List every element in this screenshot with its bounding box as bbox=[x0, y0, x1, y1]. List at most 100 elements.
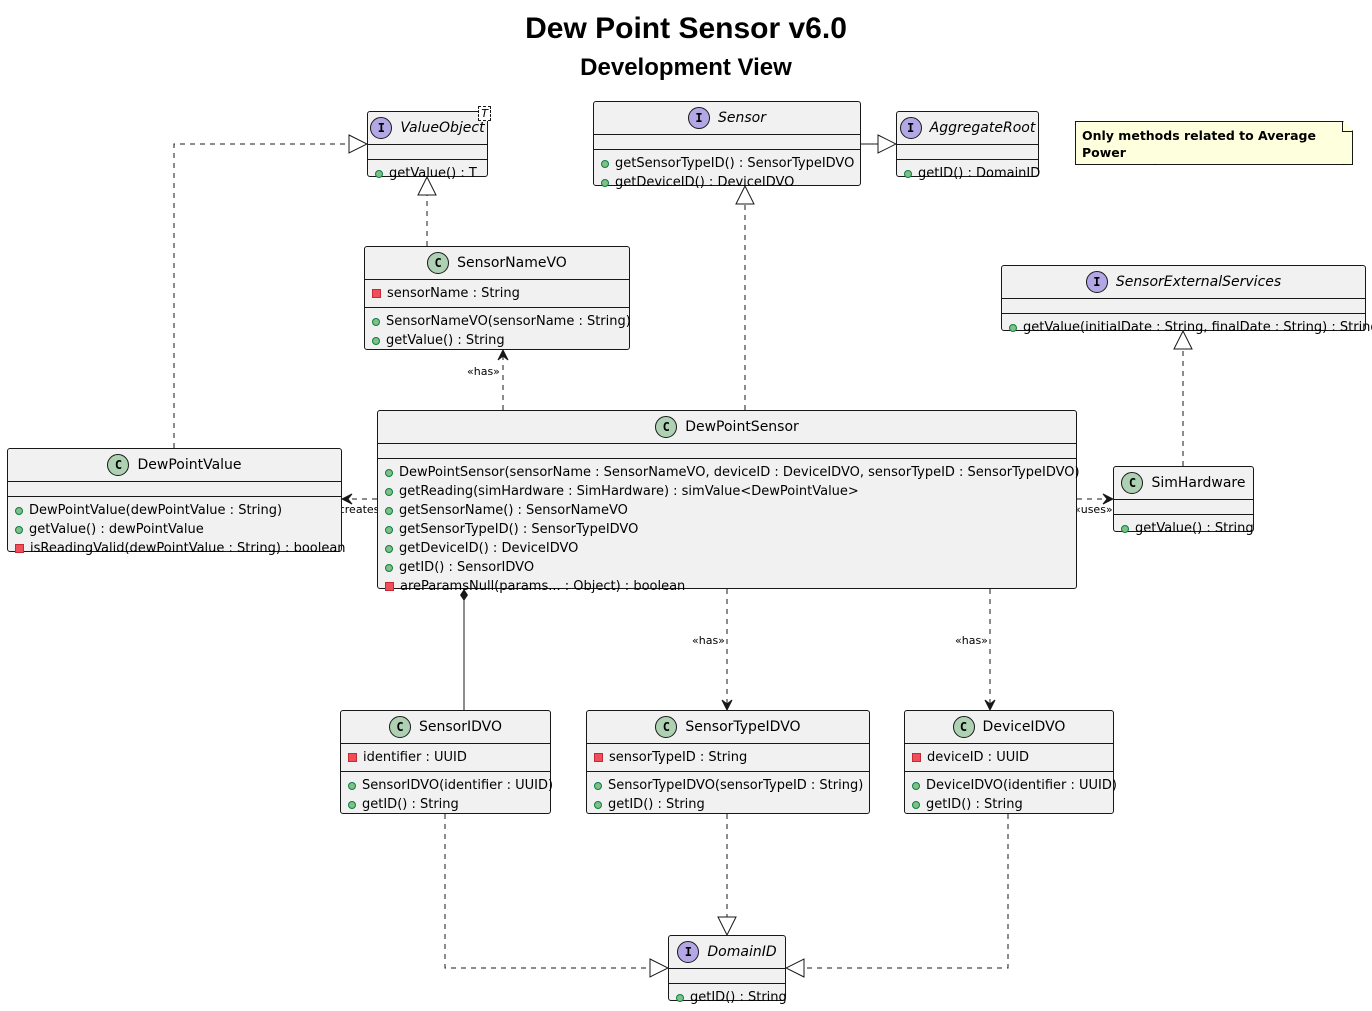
methods-section: SensorNameVO(sensorName : String) getValu… bbox=[365, 308, 631, 354]
public-visibility-icon bbox=[372, 336, 380, 345]
public-visibility-icon bbox=[912, 781, 920, 790]
public-visibility-icon bbox=[385, 487, 393, 496]
diagram-title: Dew Point Sensor v6.0 bbox=[525, 12, 847, 45]
method-row: getID() : String bbox=[587, 795, 869, 814]
public-visibility-icon bbox=[594, 800, 602, 809]
method-row: getValue() : dewPointValue bbox=[8, 520, 341, 539]
private-visibility-icon bbox=[372, 289, 381, 298]
private-visibility-icon bbox=[348, 753, 357, 762]
label-creates: «creates» bbox=[332, 503, 387, 516]
node-name: ValueObject bbox=[400, 120, 485, 136]
public-visibility-icon bbox=[601, 178, 609, 187]
method-text: SensorNameVO(sensorName : String) bbox=[386, 314, 631, 329]
note-fold-corner bbox=[1342, 122, 1352, 132]
method-text: getID() : String bbox=[690, 990, 787, 1005]
method-row: DeviceIDVO(identifier : UUID) bbox=[905, 776, 1117, 795]
public-visibility-icon bbox=[601, 159, 609, 168]
method-text: getDeviceID() : DeviceIDVO bbox=[615, 175, 795, 190]
label-uses: «uses» bbox=[1074, 503, 1113, 516]
class-icon: C bbox=[427, 252, 450, 274]
public-visibility-icon bbox=[385, 563, 393, 572]
method-text: getSensorName() : SensorNameVO bbox=[399, 503, 628, 518]
method-row: getReading(simHardware : SimHardware) : … bbox=[378, 482, 1076, 501]
public-visibility-icon bbox=[348, 800, 356, 809]
methods-section: DeviceIDVO(identifier : UUID) getID() : S… bbox=[905, 772, 1117, 818]
public-visibility-icon bbox=[594, 781, 602, 790]
methods-section: SensorTypeIDVO(sensorTypeID : String) get… bbox=[587, 772, 869, 818]
method-text: getID() : String bbox=[926, 797, 1023, 812]
fields-section bbox=[368, 145, 487, 160]
interface-icon: I bbox=[1085, 271, 1108, 293]
private-visibility-icon bbox=[385, 582, 394, 591]
methods-section: SensorIDVO(identifier : UUID) getID() : S… bbox=[341, 772, 554, 818]
node-name: DewPointSensor bbox=[685, 419, 799, 435]
method-text: getSensorTypeID() : SensorTypeIDVO bbox=[615, 156, 855, 171]
method-text: DewPointSensor(sensorName : SensorNameVO… bbox=[399, 465, 1080, 480]
label-has-device: «has» bbox=[955, 634, 988, 647]
node-name: AggregateRoot bbox=[929, 120, 1036, 136]
private-visibility-icon bbox=[15, 544, 24, 553]
field-row: sensorName : String bbox=[365, 284, 629, 303]
diagram-note: Only methods related to Average Power Co… bbox=[1075, 121, 1353, 165]
public-visibility-icon bbox=[1121, 524, 1129, 533]
methods-section: getValue() : String bbox=[1114, 515, 1254, 542]
method-row: getValue() : String bbox=[365, 331, 629, 350]
method-row: SensorTypeIDVO(sensorTypeID : String) bbox=[587, 776, 869, 795]
interface-icon: I bbox=[688, 107, 710, 129]
method-row: isReadingValid(dewPointValue : String) :… bbox=[8, 539, 346, 558]
method-row: getSensorTypeID() : SensorTypeIDVO bbox=[594, 154, 860, 173]
edge-deviceidvo-realizes-domainid bbox=[786, 814, 1009, 968]
fields-section: sensorName : String bbox=[365, 280, 629, 308]
class-icon: C bbox=[952, 716, 975, 738]
public-visibility-icon bbox=[385, 525, 393, 534]
public-visibility-icon bbox=[904, 169, 912, 178]
diagram-subtitle: Development View bbox=[580, 54, 792, 81]
method-text: getID() : DomainID bbox=[918, 166, 1041, 181]
node-header: C DeviceIDVO bbox=[905, 711, 1113, 744]
private-visibility-icon bbox=[912, 753, 921, 762]
method-text: getSensorTypeID() : SensorTypeIDVO bbox=[399, 522, 639, 537]
method-row: DewPointSensor(sensorName : SensorNameVO… bbox=[378, 463, 1080, 482]
fields-section bbox=[1002, 299, 1365, 314]
method-row: getValue(initialDate : String, finalDate… bbox=[1002, 318, 1372, 337]
method-row: getID() : String bbox=[341, 795, 550, 814]
node-name: DeviceIDVO bbox=[982, 719, 1066, 735]
method-row: getID() : DomainID bbox=[897, 164, 1041, 183]
field-text: sensorTypeID : String bbox=[609, 750, 748, 765]
method-text: SensorTypeIDVO(sensorTypeID : String) bbox=[608, 778, 864, 793]
field-row: deviceID : UUID bbox=[905, 748, 1113, 767]
node-name: SensorIDVO bbox=[418, 719, 502, 735]
method-row: getDeviceID() : DeviceIDVO bbox=[378, 539, 1076, 558]
class-icon: C bbox=[1121, 472, 1144, 494]
field-row: sensorTypeID : String bbox=[587, 748, 869, 767]
class-deviceidvo[interactable]: C DeviceIDVO deviceID : UUID DeviceIDVO(ide… bbox=[904, 710, 1117, 814]
public-visibility-icon bbox=[385, 468, 393, 477]
public-visibility-icon bbox=[375, 169, 383, 178]
fields-section bbox=[897, 145, 1038, 160]
method-text: getValue() : dewPointValue bbox=[29, 522, 204, 537]
method-text: getValue() : String bbox=[386, 333, 505, 348]
method-text: getDeviceID() : DeviceIDVO bbox=[399, 541, 579, 556]
fields-section: deviceID : UUID bbox=[905, 744, 1113, 772]
method-text: SensorIDVO(identifier : UUID) bbox=[362, 778, 554, 793]
methods-section: getValue() : T bbox=[368, 160, 487, 187]
method-text: getID() : String bbox=[608, 797, 705, 812]
